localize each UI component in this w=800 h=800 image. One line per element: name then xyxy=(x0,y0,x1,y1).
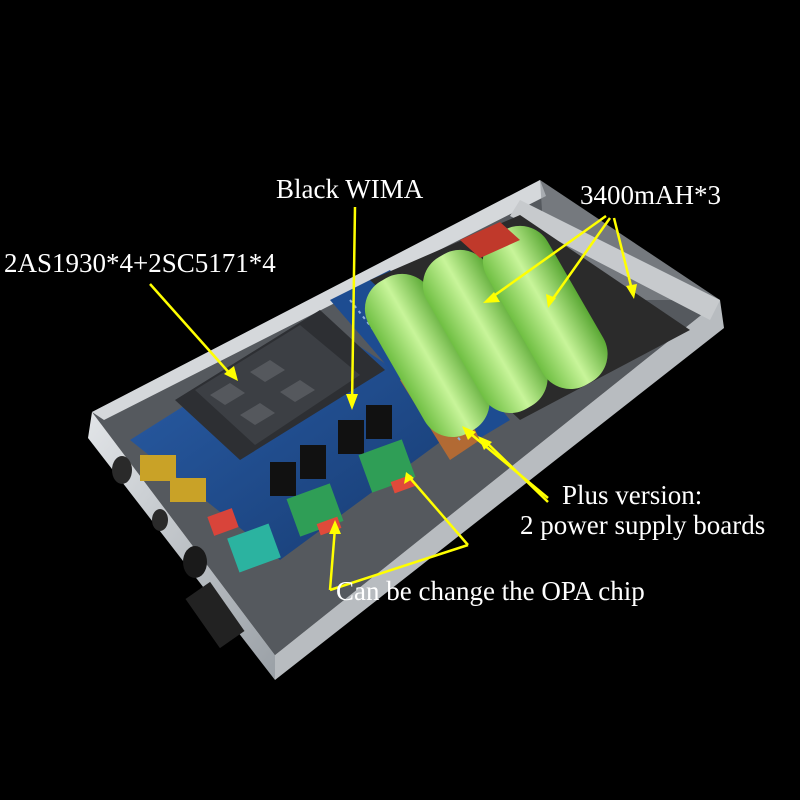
wima-capacitors xyxy=(270,405,392,496)
arrow-transistors xyxy=(149,283,233,377)
arrow-battery-3 xyxy=(612,217,634,291)
arrow-opa-1 xyxy=(328,527,337,591)
arrow-battery-2 xyxy=(550,217,612,301)
arrow-black-wima xyxy=(350,206,357,406)
front-panel-jacks xyxy=(112,456,245,649)
label-transistors: 2AS1930*4+2SC5171*4 xyxy=(4,248,276,278)
label-plus-version: Plus version: xyxy=(562,480,703,510)
arrow-opa-2 xyxy=(329,543,469,592)
transistor-module xyxy=(175,310,385,460)
label-power-boards: 2 power supply boards xyxy=(520,510,766,540)
annotation-arrows xyxy=(149,206,637,592)
arrow-opa-3 xyxy=(409,477,469,546)
battery-pack xyxy=(364,215,690,437)
arrow-psu-2 xyxy=(483,439,549,503)
main-pcb xyxy=(130,320,470,573)
arrow-battery-1 xyxy=(487,214,607,302)
label-batteries: 3400mAH*3 xyxy=(580,180,721,210)
label-opa-chip: Can be change the OPA chip xyxy=(336,576,645,606)
label-black-wima: Black WIMA xyxy=(276,174,424,204)
